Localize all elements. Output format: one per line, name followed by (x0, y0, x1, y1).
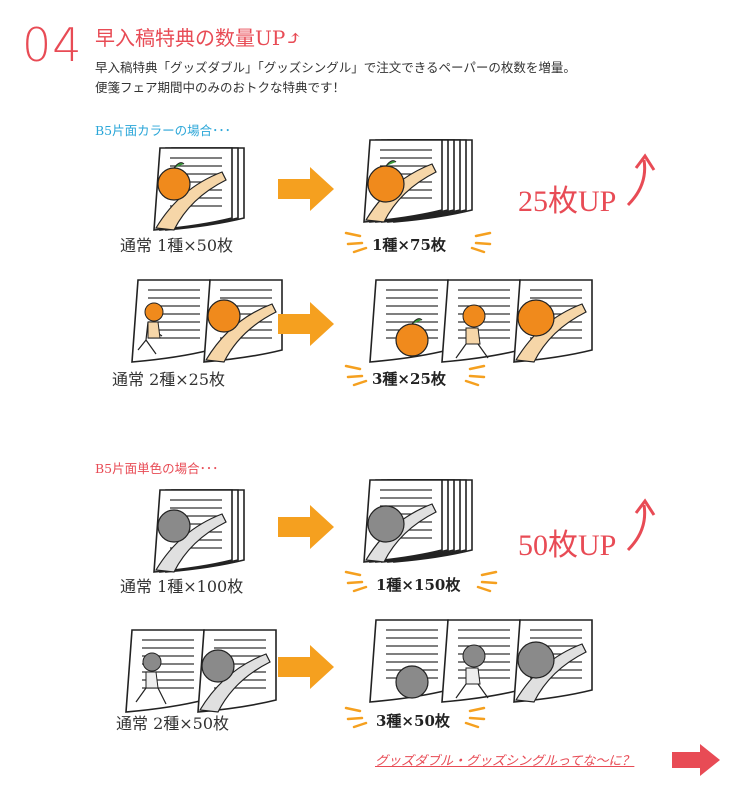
mono-row1-before-label: 通常 1種×100枚 (120, 577, 244, 596)
mono-row2-before-label: 通常 2種×50枚 (116, 714, 230, 733)
mono-row1-after-label: 1種×150枚 (376, 576, 461, 594)
section-number: 04 (22, 18, 83, 72)
section-description: 早入稿特典「グッズダブル」「グッズシングル」で注文できるペーパーの枚数を増量。 … (95, 58, 715, 98)
color-row2-before-label: 通常 2種×25枚 (112, 370, 226, 389)
color-row1-before-label: 通常 1種×50枚 (120, 236, 234, 255)
mono-section-heading: B5片面単色の場合･･･ (95, 461, 219, 476)
description-line-2: 便箋フェア期間中のみのおトクな特典です！ (95, 80, 346, 95)
color-row2-after-label: 3種×25枚 (372, 370, 446, 388)
mono-row2-after-label: 3種×50枚 (376, 712, 450, 730)
color-section-heading: B5片面カラーの場合･･･ (95, 123, 231, 138)
color-row1-after-label: 1種×75枚 (372, 236, 446, 254)
goods-info-link[interactable]: グッズダブル・グッズシングルってな〜に？ (375, 754, 635, 769)
section-title: 早入稿特典の数量UP⤴ (95, 26, 303, 50)
description-line-1: 早入稿特典「グッズダブル」「グッズシングル」で注文できるペーパーの枚数を増量。 (95, 60, 576, 75)
mono-gain-label: 50枚UP (518, 529, 617, 562)
color-gain-label: 25枚UP (518, 185, 617, 218)
